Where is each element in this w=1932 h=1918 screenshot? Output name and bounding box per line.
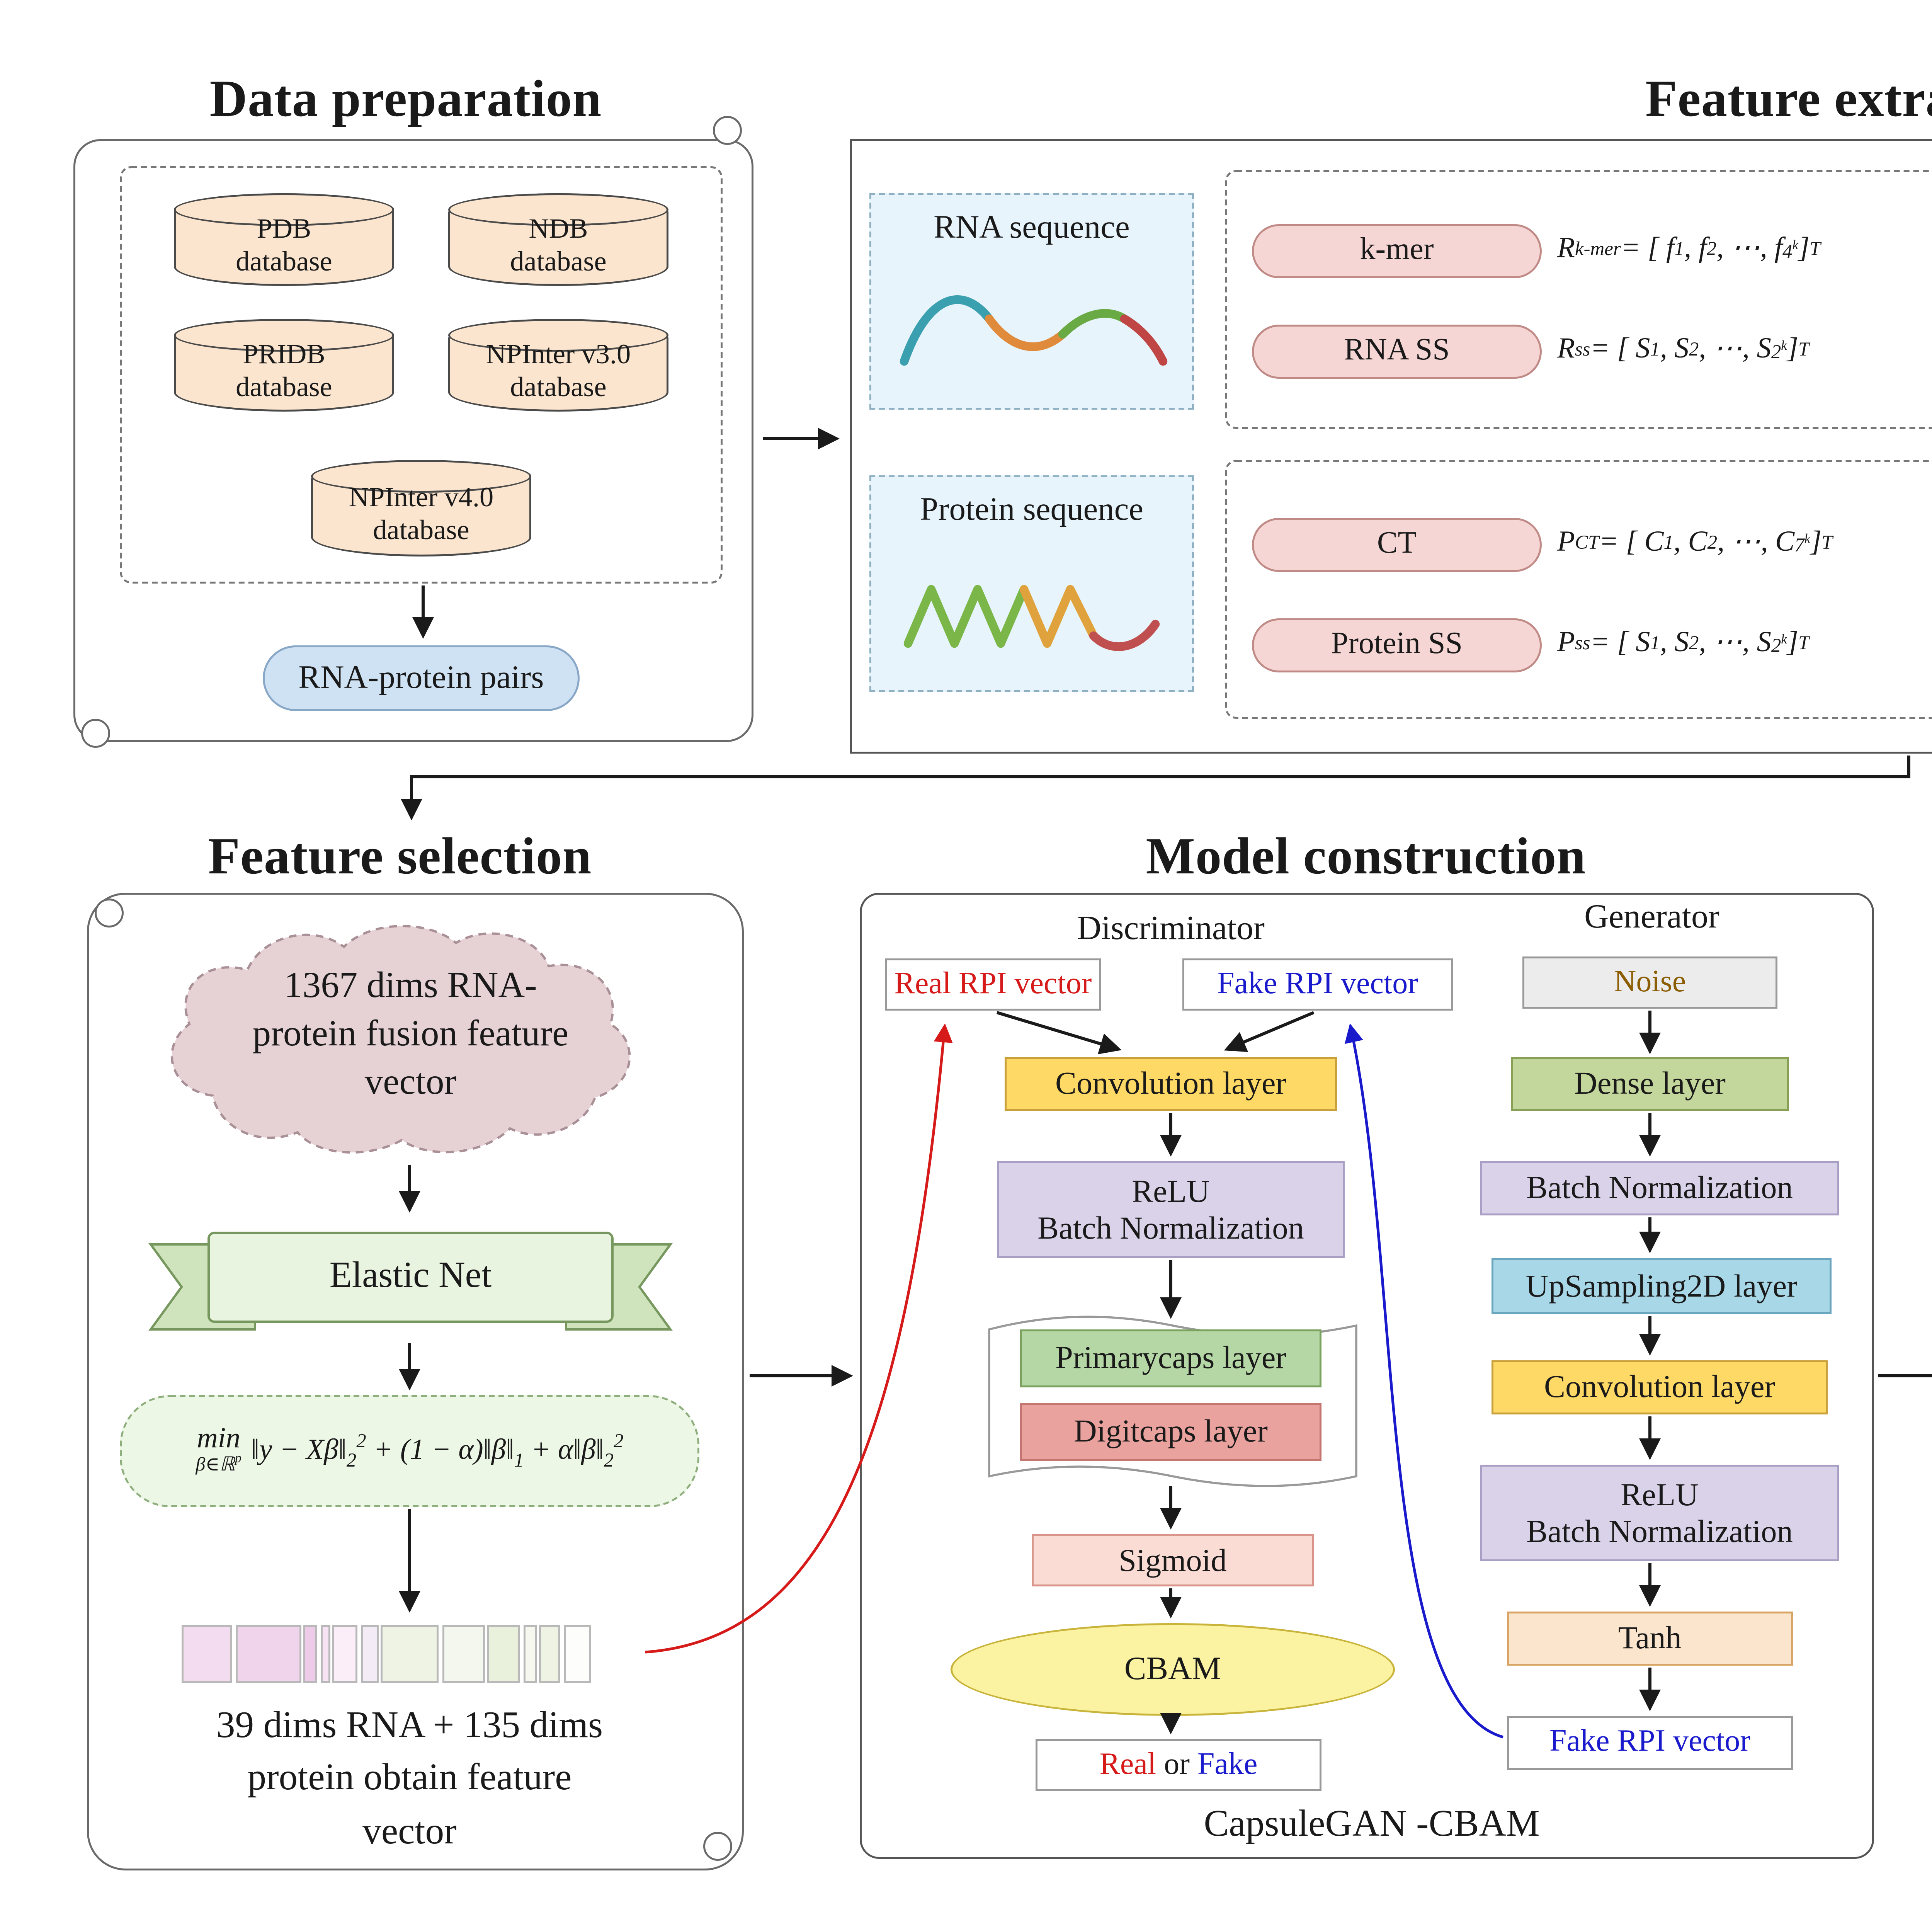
section-title-feature-selection: Feature selection bbox=[208, 827, 592, 885]
feature-vector-segment bbox=[487, 1625, 520, 1683]
batch-normalization-layer: Batch Normalization bbox=[1480, 1161, 1839, 1215]
method-pill-kmer: k-mer bbox=[1252, 224, 1542, 278]
sigmoid-layer: Sigmoid bbox=[1032, 1534, 1314, 1586]
database-group-box bbox=[120, 166, 723, 584]
section-title-data-preparation: Data preparation bbox=[209, 70, 602, 128]
fake-word: Fake bbox=[1197, 1748, 1258, 1781]
capsulegan-cbam-caption: CapsuleGAN -CBAM bbox=[1204, 1805, 1540, 1845]
noise-box: Noise bbox=[1522, 956, 1777, 1009]
feature-vector-segment bbox=[332, 1625, 357, 1683]
protein-sequence-box: Protein sequence bbox=[869, 475, 1194, 692]
feature-vector-segment bbox=[441, 1625, 484, 1683]
protein-structure-icon bbox=[903, 585, 1160, 651]
or-word: or bbox=[1156, 1748, 1197, 1781]
section-title-feature-extraction: Feature extraction bbox=[1645, 70, 1932, 128]
tanh-layer: Tanh bbox=[1507, 1612, 1793, 1666]
discriminator-label: Discriminator bbox=[1077, 908, 1265, 947]
feature-vector-segment bbox=[563, 1625, 590, 1683]
section-title-model-construction: Model construction bbox=[1146, 827, 1586, 885]
method-pill-protein-ss: Protein SS bbox=[1252, 618, 1542, 672]
upsampling2d-layer: UpSampling2D layer bbox=[1492, 1258, 1832, 1314]
scroll-curl-icon bbox=[703, 1832, 732, 1861]
fusion-feature-cloud bbox=[170, 925, 631, 1154]
rna-protein-pairs-pill: RNA-protein pairs bbox=[263, 645, 580, 711]
conv-layer-discriminator: Convolution layer bbox=[1005, 1057, 1337, 1111]
method-pill-ct: CT bbox=[1252, 518, 1542, 572]
real-rpi-vector-box: Real RPI vector bbox=[885, 958, 1101, 1011]
rna-sequence-box: RNA sequence bbox=[869, 193, 1194, 410]
conv-layer-generator: Convolution layer bbox=[1492, 1360, 1828, 1414]
feature-vector-segment bbox=[182, 1625, 232, 1683]
dense-layer: Dense layer bbox=[1511, 1057, 1789, 1111]
primarycaps-layer: Primarycaps layer bbox=[1020, 1329, 1321, 1387]
digitcaps-layer: Digitcaps layer bbox=[1020, 1403, 1321, 1461]
protein-sequence-label: Protein sequence bbox=[920, 491, 1144, 528]
rna-structure-icon bbox=[900, 295, 1168, 366]
rna-feature-group-box bbox=[1225, 170, 1932, 429]
feature-vector-segment bbox=[235, 1625, 301, 1683]
feature-vector-segment bbox=[320, 1625, 330, 1683]
scroll-curl-icon bbox=[713, 116, 742, 145]
scroll-curl-icon bbox=[95, 899, 124, 928]
feature-vector-segment bbox=[303, 1625, 317, 1683]
real-word: Real bbox=[1099, 1748, 1156, 1781]
elastic-net-label: Elastic Net bbox=[329, 1257, 492, 1298]
protein-feature-group-box bbox=[1225, 460, 1932, 719]
feature-vector-segment bbox=[522, 1625, 536, 1683]
scroll-curl-icon bbox=[81, 719, 110, 748]
method-pill-rna-ss: RNA SS bbox=[1252, 325, 1542, 379]
feature-vector-segment bbox=[381, 1625, 439, 1683]
elastic-net-ribbon bbox=[148, 1232, 673, 1331]
cbam-ellipse: CBAM bbox=[951, 1623, 1395, 1716]
feature-vector-segment bbox=[360, 1625, 378, 1683]
fake-rpi-vector-output-box: Fake RPI vector bbox=[1507, 1716, 1793, 1770]
real-or-fake-box: Real or Fake bbox=[1036, 1739, 1321, 1791]
feature-vector-segment bbox=[539, 1625, 560, 1683]
generator-label: Generator bbox=[1584, 897, 1719, 935]
fake-rpi-vector-box: Fake RPI vector bbox=[1182, 958, 1453, 1011]
rna-sequence-label: RNA sequence bbox=[934, 209, 1130, 245]
selected-feature-vector bbox=[182, 1625, 590, 1683]
